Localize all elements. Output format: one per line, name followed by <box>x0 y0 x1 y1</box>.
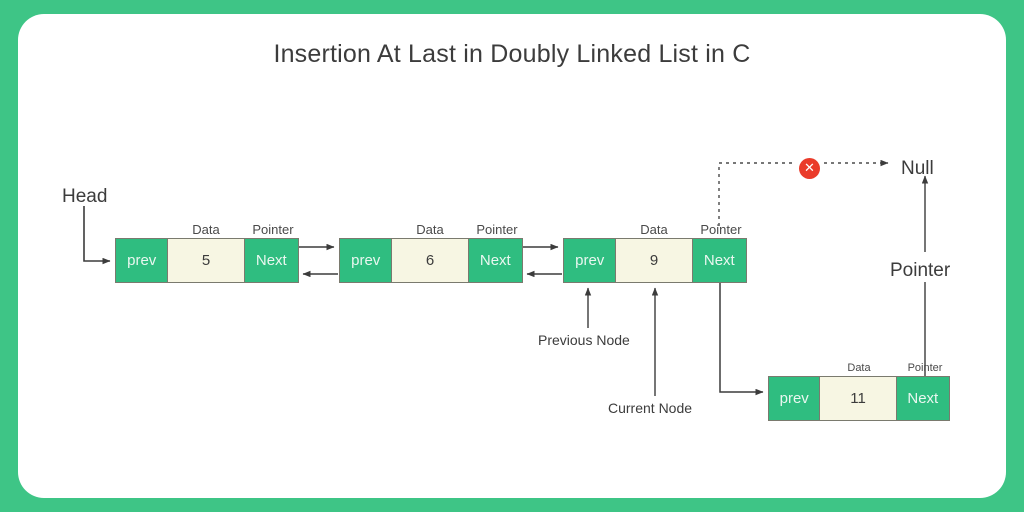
new-node-data-caption: Data <box>847 362 871 374</box>
node-2[interactable]: prev 6 Next <box>339 238 523 283</box>
head-label: Head <box>62 186 108 207</box>
node-2-data-caption: Data <box>416 222 444 237</box>
new-node[interactable]: prev 11 Next <box>768 376 950 421</box>
node-3-prev-cell: prev <box>564 239 616 282</box>
pointer-right-label: Pointer <box>890 260 951 281</box>
node-3-pointer-caption: Pointer <box>700 222 742 237</box>
node-2-data-cell: 6 <box>391 239 469 282</box>
current-node-label: Current Node <box>608 400 693 416</box>
new-node-pointer-caption: Pointer <box>907 362 943 374</box>
node-2-prev-cell: prev <box>340 239 392 282</box>
node-3-data-cell: 9 <box>615 239 693 282</box>
page-title: Insertion At Last in Doubly Linked List … <box>273 40 751 68</box>
node-1-next-cell: Next <box>244 239 298 282</box>
node-3[interactable]: prev 9 Next <box>563 238 747 283</box>
null-label: Null <box>901 158 934 179</box>
node-1-data-caption: Data <box>192 222 220 237</box>
node-1[interactable]: prev 5 Next <box>115 238 299 283</box>
node-1-pointer-caption: Pointer <box>252 222 294 237</box>
broken-link-x-icon: ✕ <box>799 158 820 179</box>
node-1-prev-cell: prev <box>116 239 168 282</box>
new-node-prev-cell: prev <box>769 377 820 420</box>
node-2-pointer-caption: Pointer <box>476 222 518 237</box>
node-2-next-cell: Next <box>468 239 522 282</box>
node-3-data-caption: Data <box>640 222 668 237</box>
new-node-data-cell: 11 <box>819 377 897 420</box>
node-3-next-cell: Next <box>692 239 746 282</box>
previous-node-label: Previous Node <box>538 332 630 348</box>
new-node-next-cell: Next <box>896 377 949 420</box>
node-1-data-cell: 5 <box>167 239 245 282</box>
